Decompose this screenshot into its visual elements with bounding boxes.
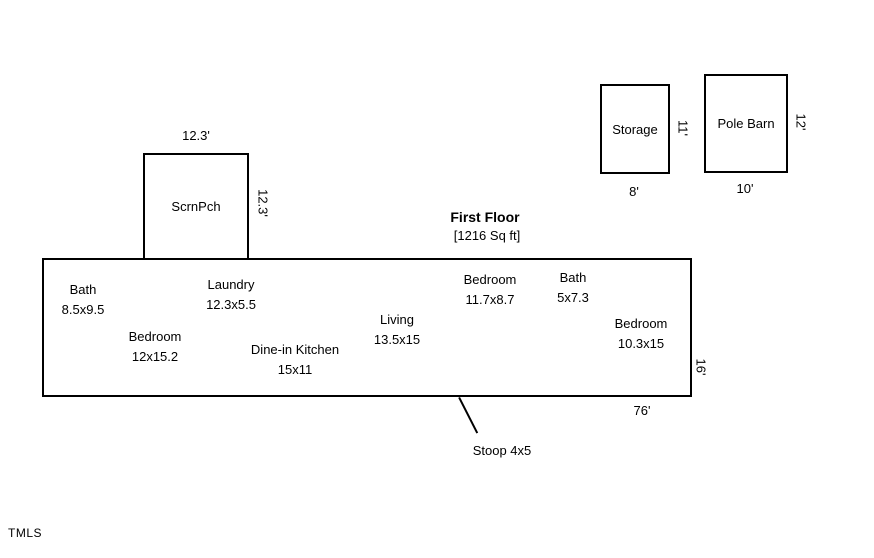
storage-label: Storage	[612, 121, 658, 137]
room-label-bedroom3: Bedroom 10.3x15	[615, 314, 668, 354]
screen-porch-label: ScrnPch	[171, 199, 221, 214]
room-dims: 8.5x9.5	[61, 302, 105, 317]
main-height-dim: 16'	[693, 358, 709, 376]
room-dims: 10.3x15	[617, 336, 665, 351]
room-dims: 11.7x8.7	[465, 292, 515, 307]
storage-outline: Storage	[600, 84, 670, 174]
first-floor-title: First Floor	[450, 209, 520, 225]
room-label-kitchen: Dine-in Kitchen 15x11	[251, 340, 339, 380]
room-dims: 12.3x5.5	[206, 297, 256, 312]
room-label-bedroom2: Bedroom 11.7x8.7	[464, 270, 517, 310]
room-label-bath1: Bath 8.5x9.5	[62, 280, 105, 320]
room-label-laundry: Laundry 12.3x5.5	[206, 275, 256, 315]
stoop-pointer-line	[458, 397, 479, 434]
room-dims: 13.5x15	[373, 332, 421, 347]
pole-barn-label: Pole Barn	[717, 116, 775, 131]
tmls-watermark: TMLS	[8, 526, 43, 540]
room-name: Dine-in Kitchen	[250, 342, 340, 357]
pole-barn-outline: Pole Barn	[704, 74, 788, 173]
storage-width-dim: 8'	[629, 184, 639, 199]
main-floor-outline	[42, 258, 692, 397]
room-name: Living	[380, 312, 414, 327]
screen-porch-height-dim: 12.3'	[255, 189, 271, 217]
room-name: Bedroom	[614, 316, 668, 331]
room-name: Laundry	[207, 277, 255, 292]
stoop-label: Stoop 4x5	[472, 443, 532, 458]
screen-porch-width-dim: 12.3'	[182, 128, 210, 143]
room-label-bath2: Bath 5x7.3	[557, 268, 589, 308]
room-dims: 15x11	[277, 362, 313, 377]
pole-barn-height-dim: 12'	[793, 113, 809, 131]
room-label-living: Living 13.5x15	[374, 310, 420, 350]
room-name: Bedroom	[128, 329, 182, 344]
room-name: Bath	[69, 282, 97, 297]
storage-height-dim: 11'	[675, 120, 691, 136]
room-label-bedroom1: Bedroom 12x15.2	[129, 327, 182, 367]
pole-barn-width-dim: 10'	[736, 181, 754, 196]
room-name: Bath	[559, 270, 587, 285]
main-width-dim: 76'	[633, 403, 651, 418]
room-dims: 12x15.2	[131, 349, 179, 364]
room-dims: 5x7.3	[557, 290, 589, 305]
screen-porch-outline: ScrnPch	[143, 153, 249, 260]
room-name: Bedroom	[463, 272, 517, 287]
sqft-label: [1216 Sq ft]	[453, 228, 521, 243]
